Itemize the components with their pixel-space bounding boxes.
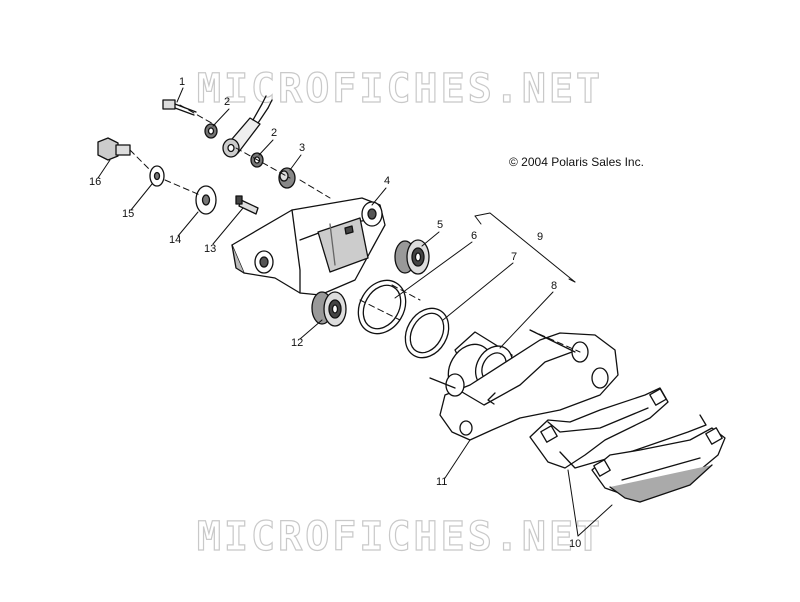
callout-1: 1 xyxy=(179,76,186,88)
callout-10: 10 xyxy=(569,538,582,550)
callout-6: 6 xyxy=(471,230,478,242)
callout-7: 7 xyxy=(511,251,518,263)
bracket-part-11 xyxy=(429,329,619,441)
callout-11: 11 xyxy=(436,476,448,488)
bolt-part-16 xyxy=(97,137,131,161)
callout-12: 12 xyxy=(291,337,304,349)
callout-16: 16 xyxy=(89,176,102,188)
callout-8: 8 xyxy=(551,280,558,292)
callout-2b: 2 xyxy=(271,127,278,139)
callout-14: 14 xyxy=(169,234,182,246)
boot-part-5 xyxy=(394,239,430,275)
bushing-part-3 xyxy=(278,167,296,189)
seal-part-7 xyxy=(404,307,450,359)
callout-3: 3 xyxy=(299,142,306,154)
copyright-notice: © 2004 Polaris Sales Inc. xyxy=(509,155,644,169)
caliper-body-part-4 xyxy=(231,197,386,296)
callout-9: 9 xyxy=(537,231,544,243)
callout-13: 13 xyxy=(204,243,217,255)
brake-pad-front-part-10 xyxy=(591,427,726,503)
callout-5: 5 xyxy=(437,219,444,231)
brake-pad-back-part-10 xyxy=(529,387,707,469)
seal-part-6 xyxy=(357,279,407,335)
callout-15: 15 xyxy=(122,208,135,220)
banjo-fitting xyxy=(222,95,273,158)
bolt-part-1 xyxy=(162,99,197,116)
callout-2a: 2 xyxy=(224,96,231,108)
bleeder-part-13 xyxy=(235,195,259,215)
callout-4: 4 xyxy=(384,175,391,187)
boot-part-12 xyxy=(311,291,347,327)
